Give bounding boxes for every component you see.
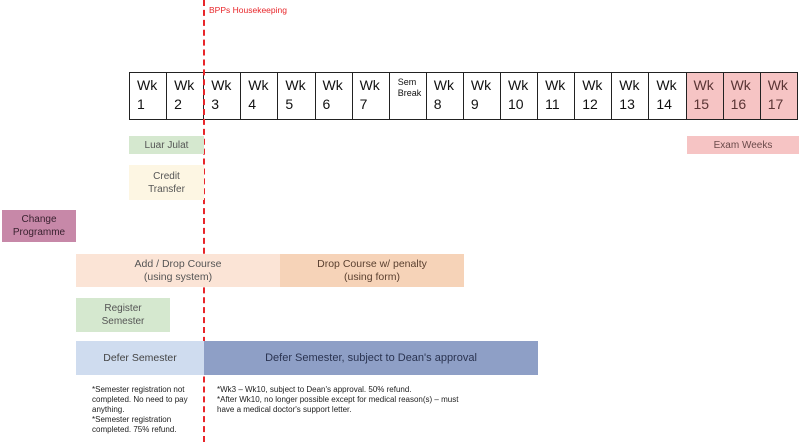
week-cell-number: 4 [248,96,257,112]
week-cell: Wk 11 [537,72,576,120]
week-cell-number: 13 [619,96,635,112]
week-cell: Wk 14 [648,72,687,120]
left-note: *Semester registration not completed. No… [92,385,188,434]
week-cell: Wk 7 [351,72,390,120]
week-cell-label: Wk [693,77,714,93]
week-cell: Wk 9 [462,72,501,120]
defer-semester-dean-bar: Defer Semester, subject to Dean's approv… [204,341,538,375]
week-cell: Wk 16 [722,72,761,120]
week-cell: Wk 5 [277,72,316,120]
week-cell-number: 8 [433,96,442,112]
drop-penalty-bar: Drop Course w/ penalty (using form) [280,254,464,287]
week-cell: Wk 6 [314,72,353,120]
week-cell: Wk 2 [166,72,205,120]
week-cell-label: Wk [582,77,603,93]
week-cell-label: Wk [137,77,158,93]
week-cell-label: Wk [545,77,566,93]
housekeeping-line [203,0,205,442]
week-cell-number: 3 [211,96,219,112]
week-cell-label: Sem [397,77,417,87]
week-cell-number: 5 [285,96,294,112]
week-cell-number: 7 [359,96,368,112]
week-cell-number: 11 [545,96,560,112]
week-cell-number: 16 [730,96,747,112]
week-cell-number: 17 [767,96,784,112]
right-note: *Wk3 – Wk10, subject to Dean's approval.… [217,385,459,414]
week-cell: Wk 13 [611,72,650,120]
week-cell-number: 12 [582,96,598,112]
week-cell-label: Wk [211,77,232,93]
week-cell-label: Wk [248,77,269,93]
week-cell-number: Break [397,88,422,98]
week-cell-label: Wk [359,77,380,93]
week-cell-label: Wk [508,77,529,93]
week-cell: Wk 10 [500,72,539,120]
week-cell-number: 1 [137,96,145,112]
week-cell: Wk 12 [574,72,613,120]
week-cell-label: Wk [730,77,751,93]
week-cell-number: 2 [174,96,182,112]
week-cell-label: Wk [285,77,306,93]
week-cell: Wk 17 [759,72,798,120]
luar-julat-bar: Luar Julat [129,136,204,154]
housekeeping-label: BPPs Housekeeping [209,5,287,15]
week-cell-label: Wk [619,77,640,93]
week-cell-number: 15 [693,96,710,112]
week-cell-number: 6 [322,96,331,112]
credit-transfer-bar: Credit Transfer [129,165,204,200]
change-programme-bar: Change Programme [2,210,76,242]
week-cell: Wk 8 [425,72,464,120]
week-cell: Wk 15 [685,72,724,120]
week-cell-label: Wk [767,77,788,93]
week-cell-number: 10 [508,96,524,112]
week-cell: Wk 3 [203,72,242,120]
week-cell-label: Wk [470,77,492,93]
week-cell-number: 14 [656,96,672,112]
add-drop-bar: Add / Drop Course (using system) [76,254,280,287]
week-cell: Wk 4 [240,72,279,120]
week-cell-label: Wk [433,77,455,93]
defer-semester-bar: Defer Semester [76,341,204,375]
week-cell-label: Wk [174,77,195,93]
week-cell-label: Wk [322,77,343,93]
register-semester-bar: Register Semester [76,298,170,332]
week-cell: Wk 1 [129,72,168,120]
week-cell-label: Wk [656,77,677,93]
exam-weeks-bar: Exam Weeks [687,136,799,154]
week-cell-number: 9 [470,96,479,112]
